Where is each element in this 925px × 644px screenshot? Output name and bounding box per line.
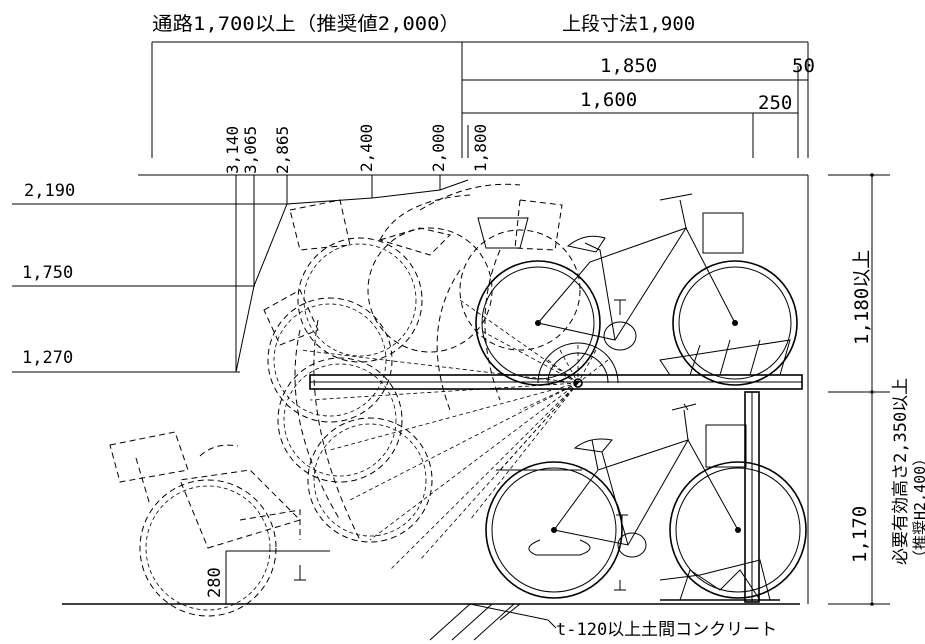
required-height: 必要有効高さ2,350以上 [891, 378, 911, 565]
dim-1800: 1,800 [471, 124, 490, 172]
upper-stage-dimension: 上段寸法1,900 [562, 13, 695, 35]
dim-280-lines [225, 550, 330, 604]
slab-note: t-120以上土間コンクリート [556, 620, 777, 640]
lower-bicycle [485, 403, 807, 601]
dim-2000: 2,000 [429, 124, 448, 172]
upper-bicycle [475, 193, 798, 386]
dim-3065: 3,065 [241, 126, 260, 174]
ground-line [62, 603, 890, 641]
dim-1600: 1,600 [580, 89, 637, 111]
level-lines [12, 174, 808, 373]
dim-1850: 1,850 [600, 55, 657, 77]
dim-250: 250 [758, 92, 792, 114]
clearance-envelope [235, 174, 808, 373]
dim-1170: 1,170 [849, 506, 871, 563]
required-height-rec: （推奨H2,400） [911, 451, 925, 565]
dim-280: 280 [205, 567, 225, 598]
level-1270: 1,270 [22, 348, 73, 368]
aisle-dimension: 通路1,700以上（推奨値2,000） [152, 13, 460, 35]
level-2190: 2,190 [24, 181, 75, 201]
dim-1180: 1,180以上 [851, 250, 873, 345]
right-dimension-lines [807, 173, 890, 606]
dim-50: 50 [792, 55, 815, 77]
level-1750: 1,750 [22, 263, 73, 283]
dim-3140: 3,140 [223, 126, 242, 174]
top-dimension-lines [151, 41, 809, 158]
dim-2400: 2,400 [357, 124, 376, 172]
swing-arc-bicycles [109, 183, 619, 617]
dim-2865: 2,865 [273, 126, 292, 174]
vertical-height-labels: 3,140 3,065 2,865 2,400 2,000 1,800 [223, 124, 490, 174]
markers [294, 299, 628, 591]
